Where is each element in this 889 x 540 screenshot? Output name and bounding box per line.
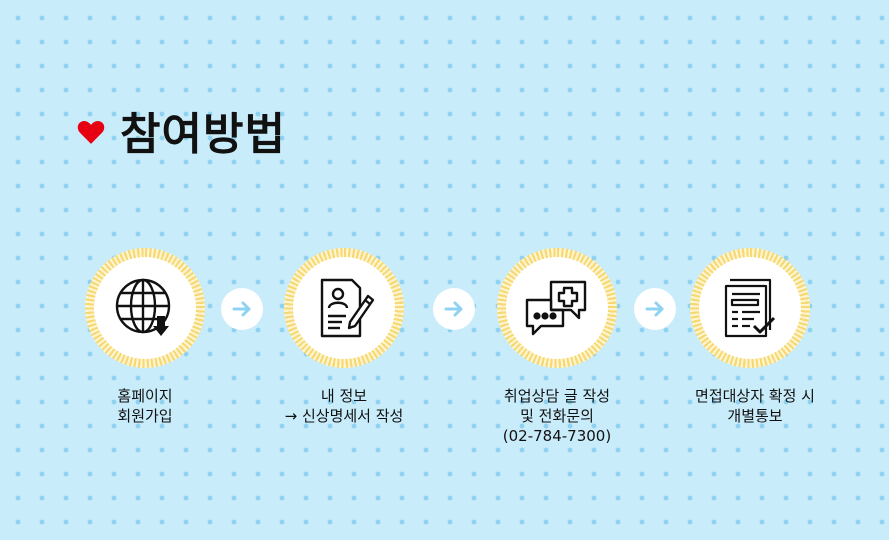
label-line: (02-784-7300) bbox=[502, 427, 612, 445]
step-3-label: 취업상담 글 작성 및 전화문의 (02-784-7300) bbox=[447, 386, 667, 446]
checklist-document-icon bbox=[724, 278, 776, 338]
section-header: 참여방법 bbox=[76, 98, 286, 162]
label-line: 회원가입 bbox=[117, 407, 173, 425]
step-2-label: 내 정보 → 신상명세서 작성 bbox=[234, 386, 454, 426]
consultation-chat-icon bbox=[525, 280, 587, 336]
next-arrow bbox=[634, 288, 676, 330]
label-line: 개별통보 bbox=[727, 407, 783, 425]
heart-icon bbox=[77, 121, 105, 144]
step-1-label: 홈페이지 회원가입 bbox=[35, 386, 255, 426]
arrow-right-icon bbox=[444, 301, 463, 317]
resume-writing-icon bbox=[320, 278, 375, 338]
arrow-right-icon bbox=[232, 301, 251, 317]
globe-download-icon bbox=[115, 278, 171, 336]
label-line: → 신상명세서 작성 bbox=[284, 407, 404, 425]
step-4-label: 면접대상자 확정 시 개별통보 bbox=[645, 386, 865, 426]
step-4 bbox=[690, 248, 810, 368]
label-line: 내 정보 bbox=[320, 387, 368, 405]
label-line: 면접대상자 확정 시 bbox=[695, 387, 815, 405]
label-line: 및 전화문의 bbox=[520, 407, 594, 425]
page-title: 참여방법 bbox=[120, 109, 286, 160]
step-2 bbox=[284, 248, 404, 368]
label-line: 취업상담 글 작성 bbox=[503, 387, 611, 405]
next-arrow bbox=[221, 288, 263, 330]
arrow-right-icon bbox=[645, 301, 664, 317]
label-line: 홈페이지 bbox=[117, 387, 173, 405]
step-3 bbox=[497, 248, 617, 368]
next-arrow bbox=[433, 288, 475, 330]
step-1 bbox=[85, 248, 205, 368]
